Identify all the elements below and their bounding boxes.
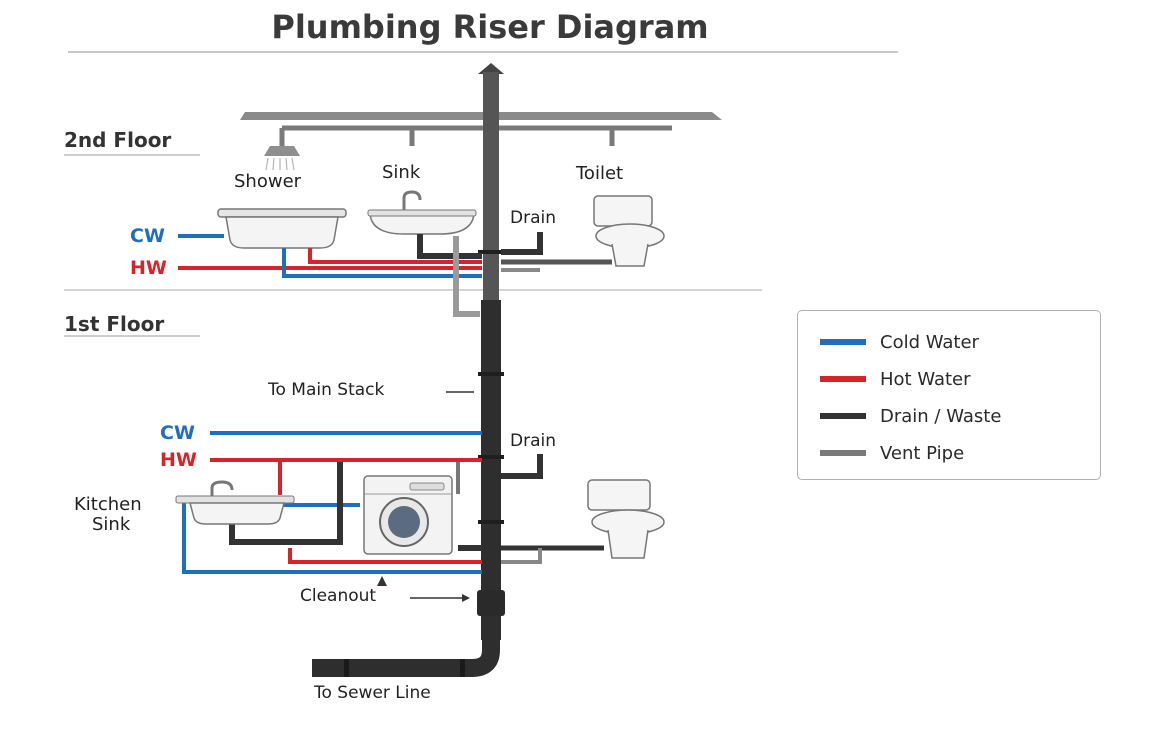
page-title: Plumbing Riser Diagram: [271, 8, 709, 46]
toilet-tank-lower: [587, 479, 651, 511]
legend-item-drain-waste: Drain / Waste: [820, 403, 1001, 429]
cleanout-label: Cleanout: [300, 586, 377, 606]
washer-drum: [388, 506, 420, 538]
kitchen-sink-rim: [175, 495, 295, 504]
cw-label-upper: CW: [130, 225, 165, 247]
cleanout-arrow-up: [377, 576, 387, 586]
legend-label: Drain / Waste: [880, 405, 1002, 427]
legend-swatch-hot: [820, 376, 866, 382]
washer-controls: [409, 482, 445, 491]
cleanout-fitting: [477, 590, 505, 616]
to-main-stack-label: To Main Stack: [268, 380, 385, 400]
legend-label: Hot Water: [880, 368, 971, 390]
kitchen-drain: [229, 462, 343, 545]
hw-return: [288, 548, 482, 564]
cw-upper-branch: [282, 248, 482, 278]
sink-drain: [417, 234, 482, 259]
toilet-tank-upper: [593, 195, 653, 227]
legend-item-cold-water: Cold Water: [820, 329, 979, 355]
fixture-label-kitchen-1: Kitchen: [74, 494, 142, 515]
floor-label-2nd: 2nd Floor: [64, 128, 172, 152]
toilet-base-lower: [607, 529, 649, 559]
cleanout-arrow: [462, 594, 470, 602]
hw-label-upper: HW: [130, 257, 167, 279]
stack-couplings: [478, 250, 504, 524]
vent-pipe-upper: [453, 236, 480, 317]
sink-basin: [369, 213, 475, 235]
sewer-coupling: [460, 659, 465, 677]
legend-item-vent-pipe: Vent Pipe: [820, 440, 964, 466]
drain-stub-lower: [501, 454, 543, 479]
toilet-base-upper: [611, 243, 649, 267]
legend-item-hot-water: Hot Water: [820, 366, 971, 392]
legend-box: Cold Water Hot Water Drain / Waste Vent …: [797, 310, 1101, 480]
cw-label-lower: CW: [160, 422, 195, 444]
hw-upper-branch: [308, 248, 482, 264]
fixture-label-sink: Sink: [382, 162, 421, 183]
vent-stack-upper: [483, 72, 499, 312]
cw-kitchen-loop: [182, 500, 482, 574]
drain-label-lower: Drain: [510, 431, 556, 451]
shower-head: [264, 146, 300, 156]
to-sewer-line-label: To Sewer Line: [314, 683, 431, 703]
sewer-elbow: [312, 620, 500, 677]
vent-link-lower: [501, 548, 542, 564]
kitchen-sink-basin: [189, 502, 285, 525]
shower-spray: [265, 157, 295, 171]
fixture-label-kitchen-2: Sink: [92, 514, 131, 535]
shower-tub-rim: [217, 208, 347, 218]
fixture-label-toilet: Toilet: [576, 163, 624, 184]
floor-label-1st: 1st Floor: [64, 312, 165, 336]
sink-faucet: [402, 190, 422, 210]
legend-swatch-vent: [820, 450, 866, 456]
ceiling-slab: [240, 112, 722, 120]
hw-label-lower: HW: [160, 449, 197, 471]
main-drain-stack: [481, 300, 501, 640]
drain-stub-upper: [501, 232, 543, 255]
sewer-coupling: [344, 659, 349, 677]
legend-label: Vent Pipe: [880, 442, 965, 464]
legend-swatch-drain: [820, 413, 866, 419]
fixture-label-shower: Shower: [234, 171, 302, 192]
shower-tub: [225, 216, 339, 249]
legend-label: Cold Water: [880, 331, 979, 353]
legend-swatch-cold: [820, 339, 866, 345]
kitchen-faucet: [210, 480, 234, 496]
sink-rim: [367, 209, 477, 217]
vent-cap: [478, 63, 504, 74]
drain-label-upper: Drain: [510, 208, 556, 228]
